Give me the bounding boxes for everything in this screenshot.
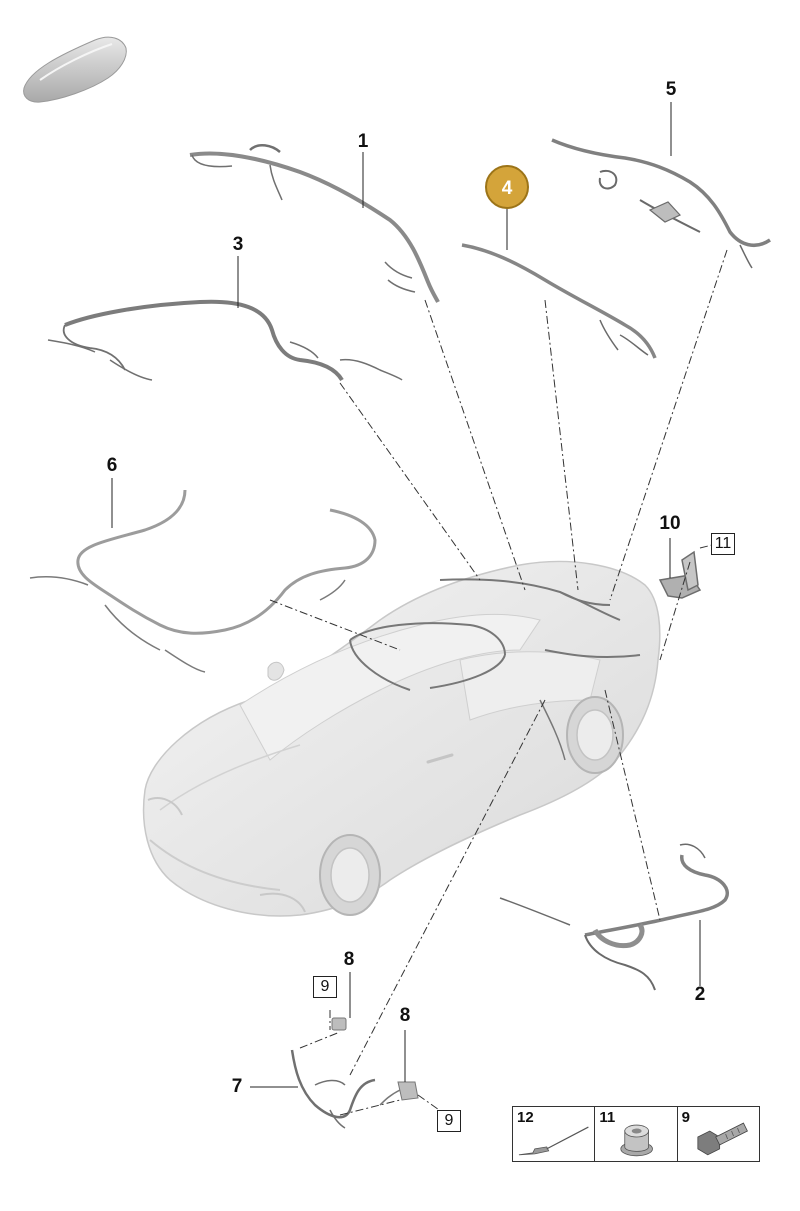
harness-part-7: [290, 1049, 376, 1129]
harness-part-3: [47, 299, 403, 382]
harness-part-1: [189, 144, 440, 303]
cable-tie-icon: [518, 1126, 589, 1156]
legend-cell-12: 12: [513, 1107, 596, 1161]
callout-8-lower: 8: [399, 1005, 411, 1026]
car-thumbnail-icon: [23, 36, 127, 103]
callout-8-upper: 8: [343, 949, 355, 970]
harness-part-4: [461, 243, 657, 359]
nut-icon: [620, 1124, 654, 1157]
legend-cell-9: 9: [678, 1107, 759, 1161]
bracket-part-10: [658, 550, 702, 599]
callout-7: 7: [231, 1076, 243, 1097]
callout-9-boxed-lower: 9: [437, 1110, 461, 1132]
reference-lines: [269, 249, 728, 1116]
legend-number-9: 9: [681, 1109, 690, 1126]
bolt-icon: [697, 1122, 748, 1156]
callout-3: 3: [232, 234, 244, 255]
legend-number-12: 12: [517, 1109, 534, 1126]
harness-part-2: [499, 843, 729, 991]
legend-cell-11: 11: [595, 1107, 678, 1161]
clip-part-8-upper: [331, 1017, 347, 1031]
small-parts-legend: 12 11 9: [512, 1106, 760, 1162]
callout-6: 6: [106, 455, 118, 476]
car-body-illustration: [142, 560, 661, 917]
callout-2: 2: [694, 984, 706, 1005]
callout-11-boxed: 11: [711, 533, 735, 555]
legend-number-11: 11: [599, 1109, 616, 1126]
callout-1: 1: [357, 131, 369, 152]
clip-part-8-lower: [379, 1081, 419, 1106]
callout-5: 5: [665, 79, 677, 100]
callout-4-highlighted[interactable]: 4: [485, 165, 529, 209]
harness-part-6: [29, 489, 377, 673]
car-installed-harness: [349, 578, 641, 761]
harness-part-5: [551, 138, 771, 269]
callout-9-boxed-upper: 9: [313, 976, 337, 998]
callout-10: 10: [659, 513, 681, 534]
